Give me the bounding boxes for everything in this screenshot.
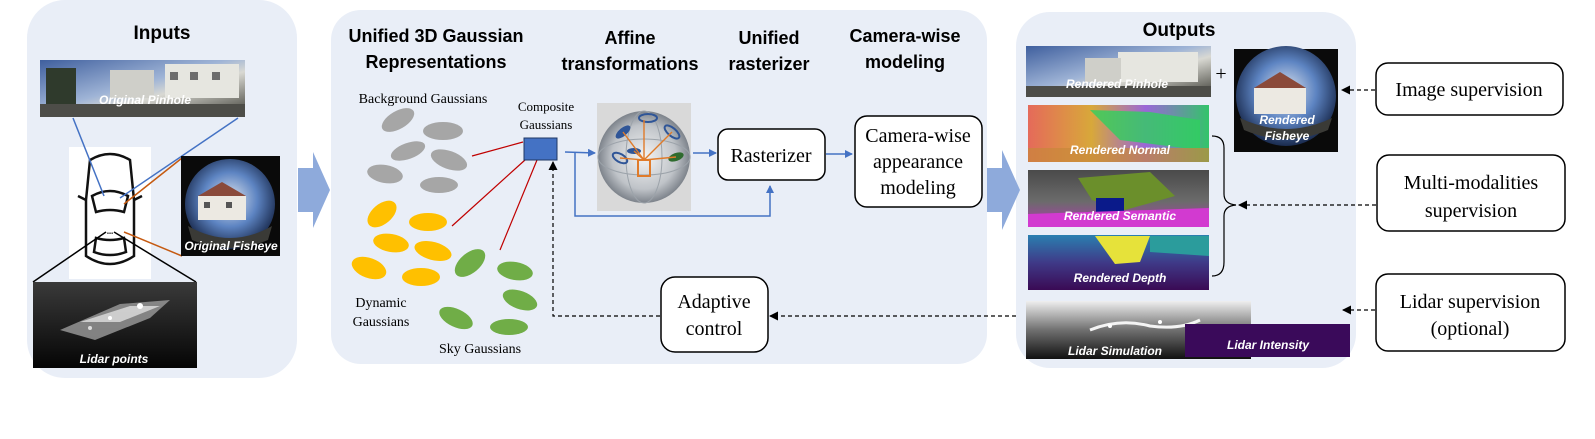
outputs-title: Outputs — [1143, 20, 1216, 41]
dynamic-gaussians-label-line2: Gaussians — [353, 315, 410, 330]
adaptive-label-line2: control — [686, 318, 743, 340]
dynamic-gaussians-label-line1: Dynamic — [355, 296, 406, 311]
multi-modalities-supervision-box — [1376, 154, 1566, 232]
multi-supervision-label-line2: supervision — [1425, 200, 1517, 222]
original-fisheye-label: Original Fisheye — [184, 239, 278, 253]
multi-modality-brace — [1211, 135, 1237, 277]
image-supervision-box — [1375, 62, 1564, 116]
lidar-points-image — [33, 282, 197, 368]
lidar-points-label: Lidar points — [80, 352, 149, 366]
gaussian-header-line2: Representations — [365, 52, 506, 72]
original-fisheye-image — [181, 156, 280, 256]
car-outline-icon — [77, 152, 143, 266]
plus-sign: + — [1215, 63, 1226, 85]
lidar-supervision-box — [1375, 273, 1566, 352]
line-dynamic-to-composite — [451, 159, 526, 227]
line-car-to-fisheye-bottom — [123, 231, 183, 257]
line-car-to-lidar-right — [113, 231, 197, 283]
line-car-to-pinhole-left — [72, 117, 105, 197]
dynamic-gaussians — [351, 200, 452, 286]
sky-gaussians — [439, 249, 538, 335]
composite-gaussians-label-line2: Gaussians — [520, 117, 573, 132]
sky-gaussians-label: Sky Gaussians — [439, 342, 521, 357]
camera-header-line2: modeling — [865, 52, 945, 72]
rasterizer-box — [717, 128, 826, 181]
rendered-fisheye-label-line1: Rendered — [1259, 113, 1315, 127]
rendered-depth-label: Rendered Depth — [1074, 271, 1167, 285]
chevron-arrow-outputs — [987, 150, 1020, 230]
camera-header-line1: Camera-wise — [849, 26, 960, 46]
line-car-to-lidar-left — [32, 231, 107, 283]
background-gaussians — [367, 108, 468, 193]
line-car-to-fisheye-top — [123, 157, 183, 205]
image-supervision-label: Image supervision — [1395, 79, 1542, 101]
chevron-arrow-inputs — [298, 152, 330, 228]
background-gaussians-label: Background Gaussians — [359, 92, 488, 107]
lidar-intensity-label: Lidar Intensity — [1227, 338, 1310, 352]
appearance-modeling-box — [854, 115, 983, 208]
rendered-semantic-label: Rendered Semantic — [1064, 209, 1176, 223]
appearance-label-line3: modeling — [880, 177, 956, 199]
adaptive-label-line1: Adaptive — [677, 291, 750, 313]
rendered-normal-label: Rendered Normal — [1070, 143, 1171, 157]
rendered-normal-image — [1028, 105, 1209, 162]
affine-header-line1: Affine — [605, 28, 656, 48]
car-backdrop — [69, 147, 151, 279]
composite-gaussians-label-line1: Composite — [518, 99, 575, 114]
adaptive-control-box — [660, 276, 769, 353]
multi-supervision-label-line1: Multi-modalities — [1404, 172, 1539, 194]
lidar-supervision-label-line2: (optional) — [1431, 318, 1510, 340]
affine-header-line2: transformations — [561, 54, 698, 74]
line-car-to-pinhole-right — [119, 117, 239, 199]
inputs-title: Inputs — [134, 23, 191, 44]
arrow-composite-to-affine — [564, 148, 596, 157]
rendered-pinhole-image — [1026, 46, 1211, 97]
line-sky-to-composite — [499, 159, 538, 251]
appearance-label-line2: appearance — [873, 151, 963, 173]
line-background-to-composite — [471, 141, 524, 157]
rasterizer-header-line2: rasterizer — [728, 54, 809, 74]
rendered-fisheye-label-line2: Fisheye — [1265, 129, 1310, 143]
original-pinhole-label: Original Pinhole — [99, 93, 191, 107]
arrow-composite-bypass — [574, 152, 774, 217]
gaussian-header-line1: Unified 3D Gaussian — [348, 26, 523, 46]
rendered-depth-image — [1028, 235, 1209, 290]
lidar-supervision-label-line1: Lidar supervision — [1400, 291, 1541, 313]
rendered-semantic-image — [1028, 170, 1209, 227]
affine-sphere-image — [597, 103, 691, 211]
rasterizer-header-line1: Unified — [739, 28, 800, 48]
appearance-label-line1: Camera-wise — [865, 125, 971, 147]
rendered-pinhole-label: Rendered Pinhole — [1066, 77, 1168, 91]
dashed-arrow-adaptive-to-composite — [548, 161, 660, 317]
car-sensor-marks: ▪▪▪ — [107, 231, 113, 237]
lidar-simulation-label: Lidar Simulation — [1068, 344, 1162, 358]
original-pinhole-image — [40, 60, 245, 117]
composite-gaussians-square — [523, 137, 558, 161]
rendered-fisheye-image — [1234, 46, 1338, 152]
rasterizer-label: Rasterizer — [730, 145, 811, 167]
lidar-intensity-image — [1185, 324, 1350, 357]
